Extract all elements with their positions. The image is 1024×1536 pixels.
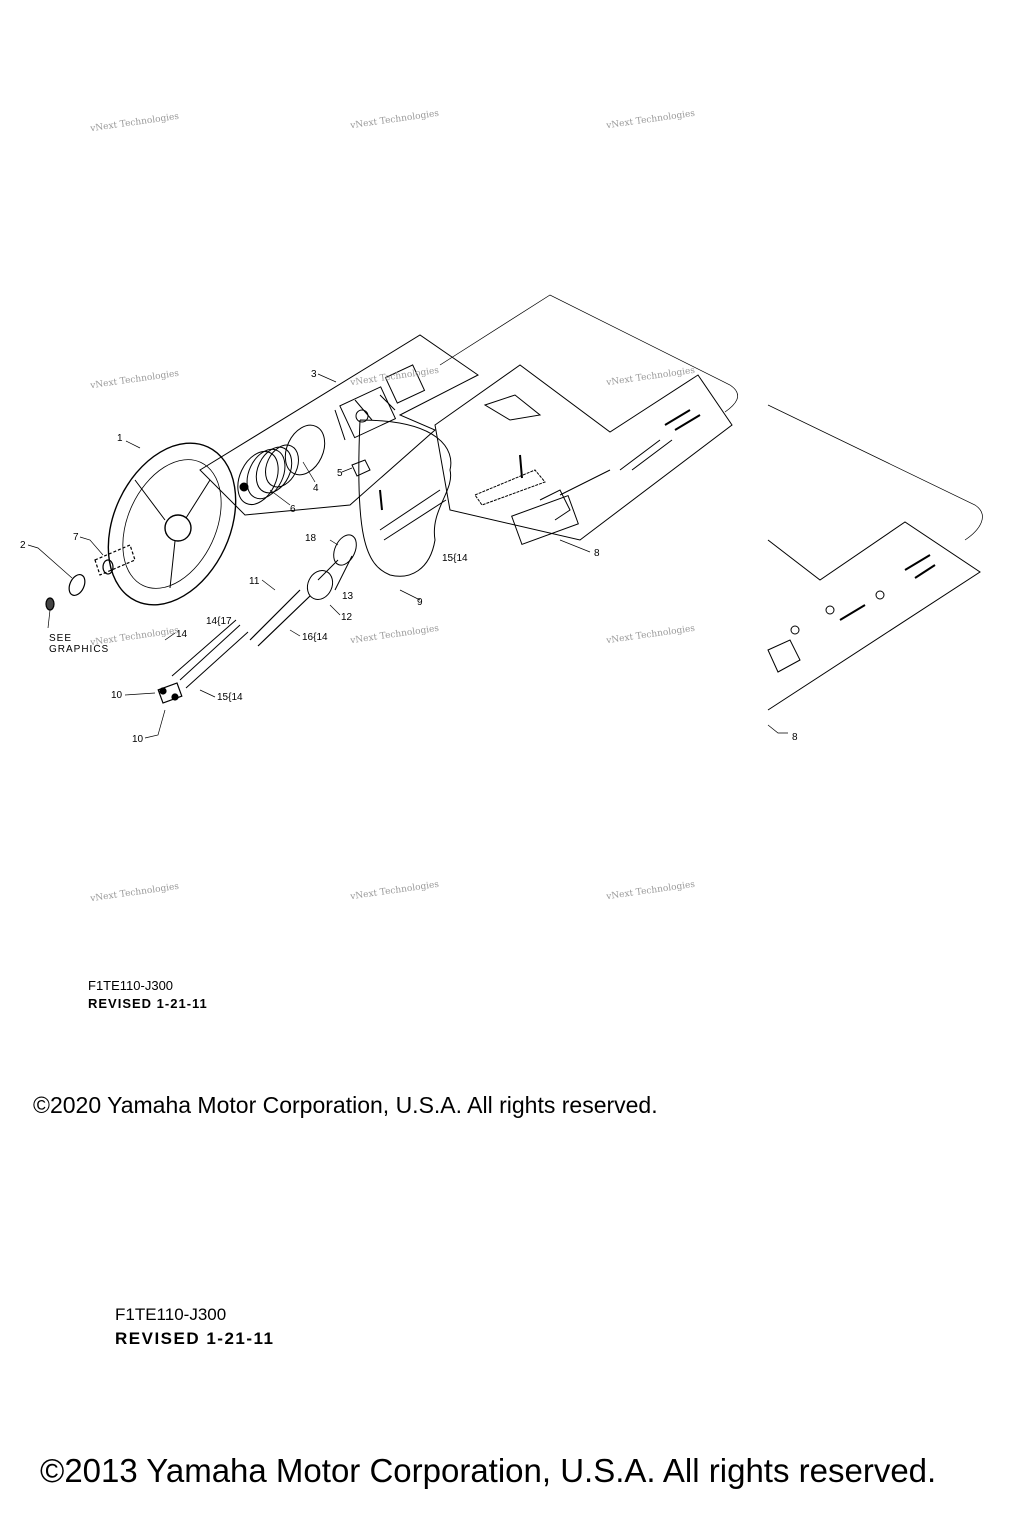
revised-date-large: REVISED 1-21-11	[115, 1329, 275, 1348]
callout-7: 7	[73, 532, 79, 543]
detail-box-8	[767, 521, 981, 711]
callout-15-14-b: 15{14	[217, 692, 243, 703]
callout-16-14: 16{14	[302, 632, 328, 643]
callout-9: 9	[417, 597, 423, 608]
cable-end	[157, 682, 183, 704]
wheel-nut	[45, 544, 136, 611]
steering-shaft	[171, 419, 452, 689]
revised-date-small: REVISED 1-21-11	[88, 996, 208, 1011]
callout-6: 6	[290, 504, 296, 515]
part-9-plate	[358, 419, 452, 577]
group-box-3	[199, 334, 479, 516]
callout-8-detail: 8	[792, 732, 798, 743]
callout-11: 11	[249, 576, 260, 587]
detail-part-8	[767, 590, 885, 673]
callout-labels: 1 2 3 4 5 6 7 8 8 9 10 10 11 12 13 14 18…	[20, 369, 798, 745]
steering-boot	[237, 424, 326, 505]
callout-14-17: 14{17	[206, 616, 232, 627]
callout-18: 18	[305, 533, 317, 544]
callout-15-14-a: 15{14	[442, 553, 468, 564]
trim-lever-assembly	[474, 394, 673, 545]
cable-run	[379, 489, 447, 541]
connector-line	[767, 404, 983, 541]
diagram-code-small: F1TE110-J300	[88, 978, 174, 993]
steering-head-assembly	[334, 364, 426, 477]
leader-8-detail	[767, 724, 788, 734]
callout-5: 5	[337, 468, 343, 479]
copyright-2020: ©2020 Yamaha Motor Corporation, U.S.A. A…	[33, 1092, 658, 1118]
bolts	[379, 409, 936, 621]
group-box-8	[434, 364, 733, 541]
callout-14: 14	[176, 629, 188, 640]
leader-lines	[27, 373, 591, 739]
part-11-sleeve	[249, 589, 311, 647]
callout-10: 10	[111, 690, 123, 701]
callout-13: 13	[342, 591, 354, 602]
callout-8: 8	[594, 548, 600, 559]
steering-wheel	[107, 442, 237, 606]
see-graphics-line1: SEE	[49, 633, 72, 644]
callout-1: 1	[117, 433, 123, 444]
copyright-2013: ©2013 Yamaha Motor Corporation, U.S.A. A…	[40, 1452, 937, 1489]
diagram-code-large: F1TE110-J300	[115, 1305, 227, 1324]
callout-10-lower: 10	[132, 734, 144, 745]
callout-3: 3	[311, 369, 317, 380]
part-5-bracket	[351, 459, 371, 477]
see-graphics-line2: GRAPHICS	[49, 644, 109, 655]
callout-2: 2	[20, 540, 26, 551]
callout-12: 12	[341, 612, 353, 623]
part-18-grommet	[333, 534, 357, 566]
connector-line	[439, 294, 738, 413]
callout-4: 4	[313, 483, 319, 494]
part-12-clamp	[306, 569, 334, 601]
